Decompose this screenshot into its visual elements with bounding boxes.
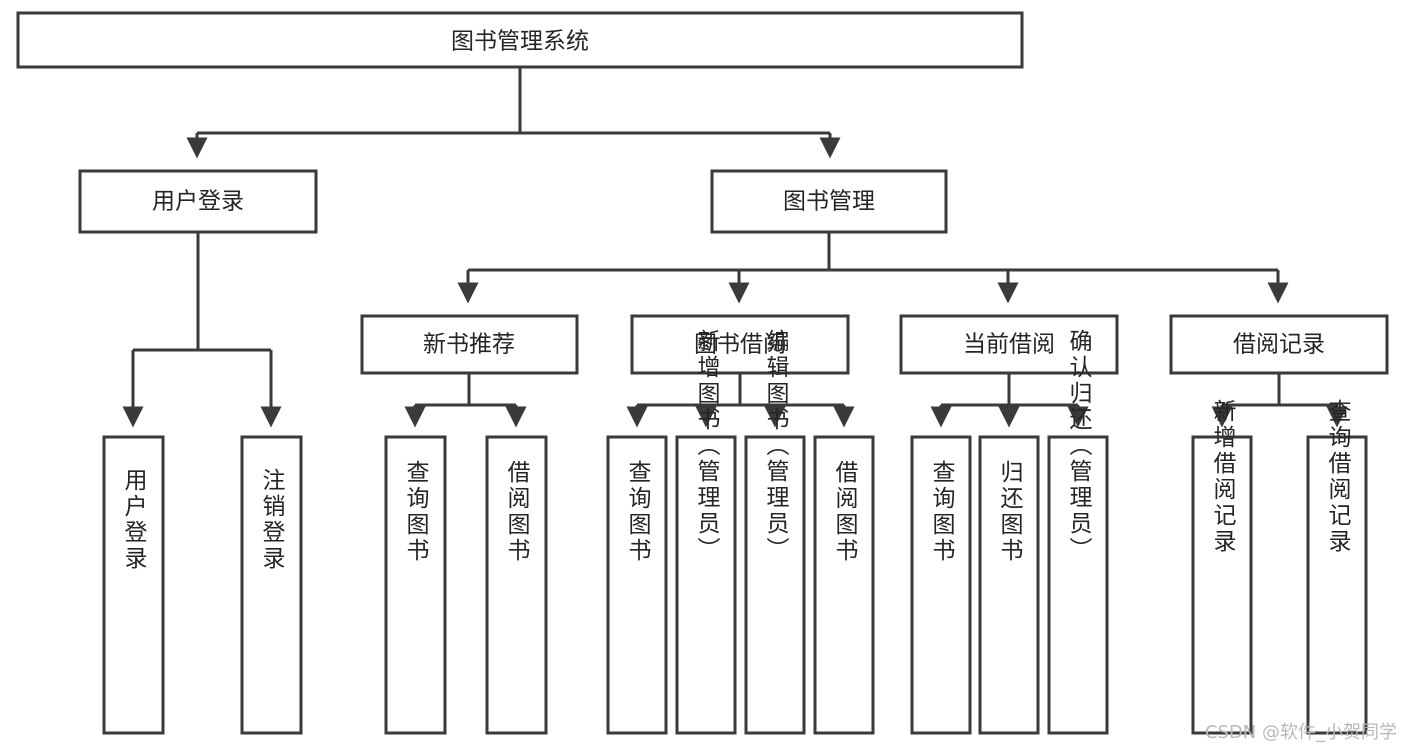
leaf-node-return-book[interactable]: 归还图书: [978, 435, 1040, 735]
node-book-borrow-label: 图书借阅: [694, 332, 786, 358]
leaf-box-11[interactable]: [1047, 435, 1109, 735]
leaf-label-9: 查询图书: [928, 460, 956, 564]
leaf-box-4[interactable]: [485, 435, 548, 735]
leaf-node-query-borrow-record[interactable]: 查询借阅记录: [1306, 399, 1368, 735]
leaf-label-10: 归还图书: [996, 460, 1024, 564]
node-borrow-record[interactable]: 借阅记录: [1169, 314, 1389, 375]
leaf-node-query-book-borrow[interactable]: 查询图书: [606, 435, 668, 735]
leaf-node-add-borrow-record[interactable]: 新增借阅记录: [1191, 399, 1253, 735]
leaf-box-6[interactable]: [675, 435, 737, 735]
leaf-node-query-book-recommend[interactable]: 查询图书: [384, 435, 447, 735]
leaf-box-2[interactable]: [240, 435, 303, 735]
leaf-box-13[interactable]: [1306, 435, 1368, 735]
leaf-box-12[interactable]: [1191, 435, 1253, 735]
leaf-node-user-login[interactable]: 用户登录: [102, 435, 165, 735]
leaf-box-1[interactable]: [102, 435, 165, 735]
node-book-borrow[interactable]: 图书借阅: [630, 314, 850, 375]
connector-user-login-to-leaves: [122, 232, 282, 428]
leaf-node-edit-book-admin[interactable]: 编辑图书（管理员）: [744, 329, 806, 735]
leaf-box-5[interactable]: [606, 435, 668, 735]
leaf-label-13: 查询借阅记录: [1324, 399, 1352, 555]
node-new-book-recommend[interactable]: 新书推荐: [360, 314, 579, 375]
node-borrow-record-label: 借阅记录: [1233, 332, 1325, 358]
node-new-book-recommend-label: 新书推荐: [423, 332, 515, 358]
leaf-node-borrow-book-borrow[interactable]: 借阅图书: [813, 435, 875, 735]
connector-book-borrow-to-leaves: [626, 373, 855, 428]
leaf-box-8[interactable]: [813, 435, 875, 735]
node-current-borrow-box[interactable]: [899, 314, 1119, 375]
node-current-borrow[interactable]: 当前借阅: [899, 314, 1119, 375]
connector-root-to-level2: [186, 67, 841, 159]
node-borrow-record-box[interactable]: [1169, 314, 1389, 375]
leaf-node-add-book-admin[interactable]: 新增图书（管理员）: [675, 329, 737, 735]
node-root-label: 图书管理系统: [451, 29, 589, 55]
leaf-label-6: 新增图书（管理员）: [693, 329, 721, 563]
connector-book-management-to-level3: [457, 232, 1289, 304]
node-root[interactable]: 图书管理系统: [16, 11, 1024, 69]
leaf-box-3[interactable]: [384, 435, 447, 735]
leaf-node-query-book-current[interactable]: 查询图书: [910, 435, 972, 735]
leaf-box-9[interactable]: [910, 435, 972, 735]
leaf-label-3: 查询图书: [402, 460, 430, 564]
leaf-box-10[interactable]: [978, 435, 1040, 735]
node-book-borrow-box[interactable]: [630, 314, 850, 375]
leaf-label-8: 借阅图书: [831, 460, 859, 564]
leaf-node-logout[interactable]: 注销登录: [240, 435, 303, 735]
node-book-management-box[interactable]: [710, 169, 948, 234]
connector-current-borrow-to-leaves: [930, 373, 1089, 428]
connector-new-book-recommend-to-leaves: [404, 373, 527, 428]
leaf-label-12: 新增借阅记录: [1209, 399, 1237, 555]
leaf-label-7: 编辑图书（管理员）: [762, 329, 790, 563]
node-user-login[interactable]: 用户登录: [78, 169, 318, 234]
leaf-label-2: 注销登录: [258, 468, 286, 572]
leaf-label-5: 查询图书: [624, 460, 652, 564]
node-book-management[interactable]: 图书管理: [710, 169, 948, 234]
leaf-box-7[interactable]: [744, 435, 806, 735]
leaf-node-borrow-book-recommend[interactable]: 借阅图书: [485, 435, 548, 735]
leaf-node-confirm-return-admin[interactable]: 确认归还（管理员）: [1047, 329, 1109, 735]
node-root-box[interactable]: [16, 11, 1024, 69]
leaf-label-11: 确认归还（管理员）: [1065, 329, 1093, 563]
node-new-book-recommend-box[interactable]: [360, 314, 579, 375]
node-book-management-label: 图书管理: [783, 189, 875, 215]
node-user-login-label: 用户登录: [152, 189, 244, 215]
leaf-label-4: 借阅图书: [503, 460, 531, 564]
leaf-label-1: 用户登录: [120, 468, 148, 572]
node-current-borrow-label: 当前借阅: [963, 332, 1055, 358]
connector-borrow-record-to-leaves: [1211, 373, 1348, 428]
